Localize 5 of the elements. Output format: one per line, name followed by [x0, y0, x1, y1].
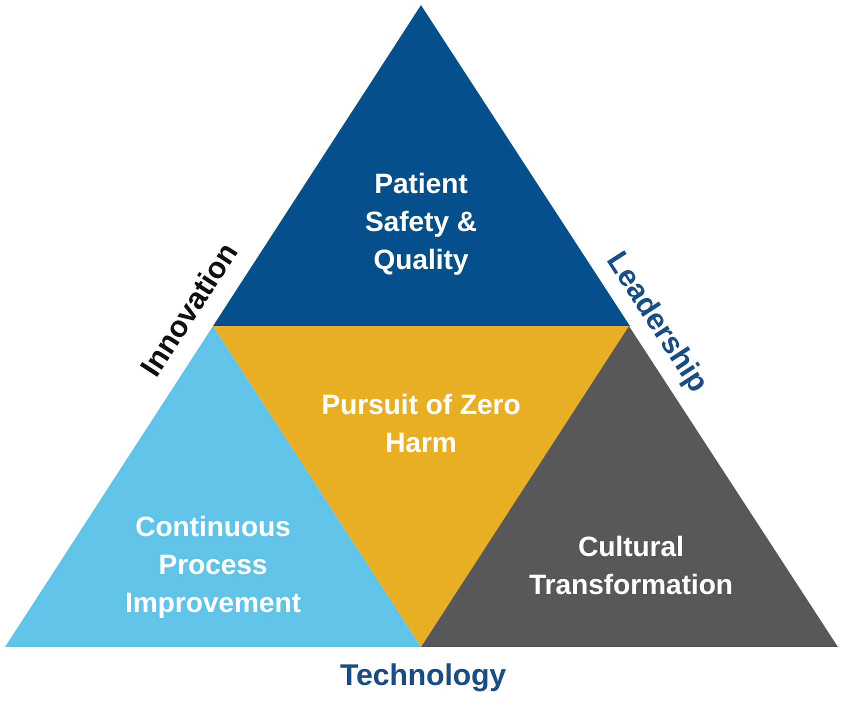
side-label: Technology [340, 659, 506, 693]
segment-label: Cultural Transformation [528, 530, 734, 602]
segment-label: Continuous Process Improvement [124, 510, 302, 620]
segment-label: Patient Safety & Quality [364, 167, 478, 277]
segment-label: Pursuit of Zero Harm [320, 388, 522, 460]
